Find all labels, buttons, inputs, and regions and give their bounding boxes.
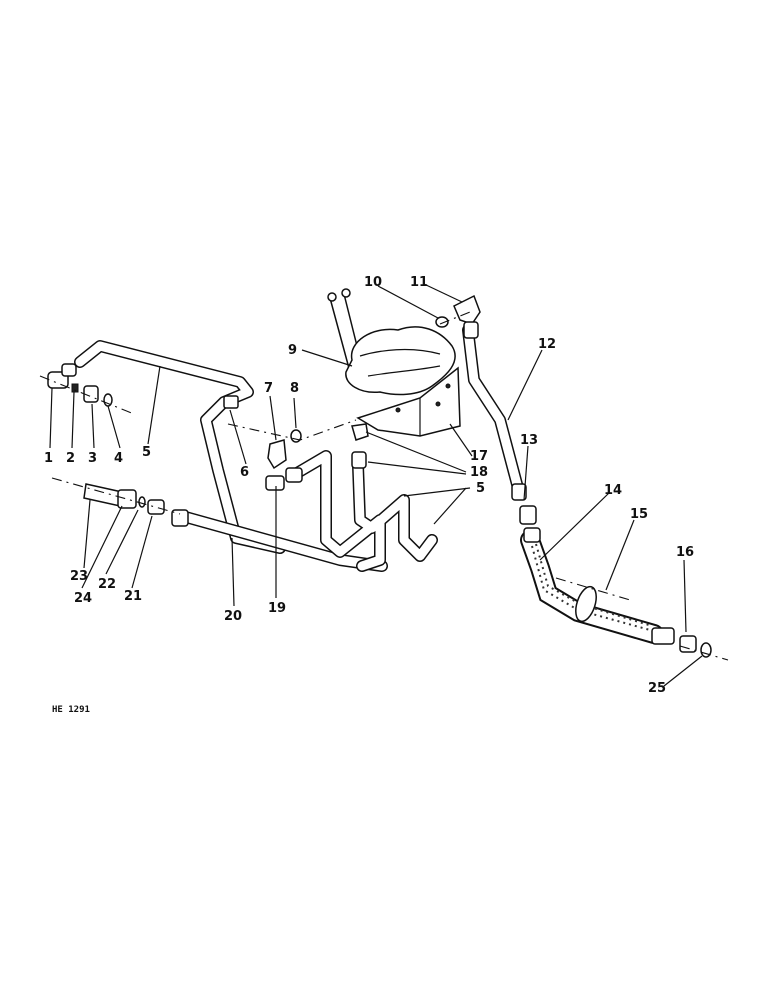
callout-19: 19 bbox=[268, 601, 286, 616]
callout-20: 20 bbox=[224, 609, 242, 624]
hose-14 bbox=[520, 530, 664, 644]
zigzag-tube-5 bbox=[286, 450, 438, 572]
tube-12 bbox=[462, 324, 524, 494]
center-lines bbox=[39, 311, 729, 661]
figure-reference: HE 1291 bbox=[52, 705, 90, 715]
callout-10: 10 bbox=[364, 275, 382, 290]
callout-14: 14 bbox=[604, 483, 622, 498]
callout-21: 21 bbox=[124, 589, 142, 604]
callout-18: 18 bbox=[470, 465, 488, 480]
callout-5a: 5 bbox=[142, 445, 151, 460]
callout-9: 9 bbox=[288, 343, 297, 358]
leader-lines bbox=[49, 283, 703, 687]
callout-1: 1 bbox=[44, 451, 53, 466]
callout-24: 24 bbox=[74, 591, 92, 606]
callout-13: 13 bbox=[520, 433, 538, 448]
callout-23: 23 bbox=[70, 569, 88, 584]
control-valve-9 bbox=[327, 288, 456, 396]
left-fittings bbox=[47, 363, 113, 407]
right-fittings bbox=[351, 294, 712, 658]
callout-22: 22 bbox=[98, 577, 116, 592]
callout-11: 11 bbox=[410, 275, 428, 290]
callout-17: 17 bbox=[470, 449, 488, 464]
callout-5b: 5 bbox=[476, 481, 485, 496]
hose-clamp-15 bbox=[575, 585, 597, 623]
callout-12: 12 bbox=[538, 337, 556, 352]
callout-25: 25 bbox=[648, 681, 666, 696]
callout-3: 3 bbox=[88, 451, 97, 466]
lower-left-fittings bbox=[83, 483, 189, 527]
mounting-bracket-17 bbox=[356, 366, 461, 437]
callout-labels: 1 2 3 4 5 5 6 7 8 9 10 11 12 13 14 15 16… bbox=[44, 275, 694, 696]
callout-16: 16 bbox=[676, 545, 694, 560]
callout-6: 6 bbox=[240, 465, 249, 480]
callout-2: 2 bbox=[66, 451, 75, 466]
callout-8: 8 bbox=[290, 381, 299, 396]
center-fittings bbox=[223, 395, 303, 491]
callout-4: 4 bbox=[114, 451, 123, 466]
callout-7: 7 bbox=[264, 381, 273, 396]
callout-15: 15 bbox=[630, 507, 648, 522]
